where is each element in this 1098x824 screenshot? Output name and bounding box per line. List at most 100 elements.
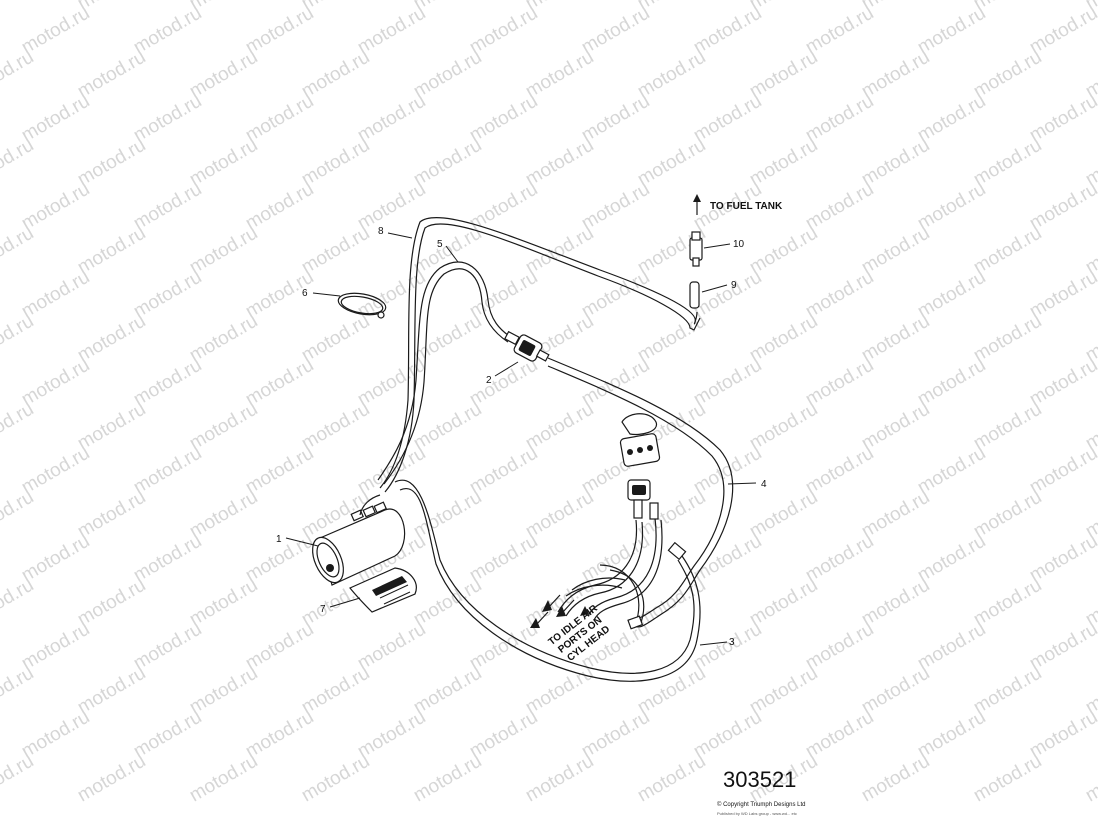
watermark-text: motod.ru <box>802 179 877 235</box>
watermark-text: motod.ru <box>970 47 1045 103</box>
watermark-text: motod.ru <box>970 399 1045 455</box>
idle-pipe-3b <box>565 584 623 597</box>
watermark-text: motod.ru <box>522 47 597 103</box>
hose-8-inner <box>384 223 701 493</box>
watermark-text: motod.ru <box>242 707 317 763</box>
watermark-text: motod.ru <box>858 751 933 807</box>
idle-air-arrows <box>530 594 589 628</box>
watermark-text: motod.ru <box>858 399 933 455</box>
watermark-text: motod.ru <box>858 575 933 631</box>
watermark-text: motod.ru <box>298 399 373 455</box>
watermark-text: motod.ru <box>746 47 821 103</box>
callout-6: 6 <box>302 288 308 299</box>
watermark-text: motod.ru <box>690 267 765 323</box>
hoses <box>377 216 734 682</box>
watermark-text: motod.ru <box>74 47 149 103</box>
watermark-text: motod.ru <box>466 355 541 411</box>
hose-5-inner <box>383 268 509 485</box>
watermark-text: motod.ru <box>1082 751 1098 807</box>
watermark-text: motod.ru <box>970 311 1045 367</box>
watermark-text: motod.ru <box>970 575 1045 631</box>
watermark-text: motod.ru <box>466 707 541 763</box>
tee-fitting <box>667 541 687 561</box>
gasket <box>621 413 658 436</box>
watermark-text: motod.ru <box>410 399 485 455</box>
watermark-text: motod.ru <box>522 487 597 543</box>
watermark-text: motod.ru <box>578 355 653 411</box>
watermark-text: motod.ru <box>634 311 709 367</box>
callout-labels: 1 2 3 4 5 6 7 8 9 10 <box>276 226 767 648</box>
callout-1: 1 <box>276 534 282 545</box>
watermark-text: motod.ru <box>130 707 205 763</box>
connector-10 <box>689 231 703 267</box>
watermark-text: motod.ru <box>410 311 485 367</box>
watermark-text: motod.ru <box>242 3 317 59</box>
watermark-text: motod.ru <box>914 91 989 147</box>
watermark-text: motod.ru <box>186 223 261 279</box>
watermark-text: motod.ru <box>914 531 989 587</box>
watermark-text: motod.ru <box>522 399 597 455</box>
arrow-icon <box>556 606 566 617</box>
watermark-text: motod.ru <box>466 531 541 587</box>
watermark-text: motod.ru <box>578 3 653 59</box>
watermark-text: motod.ru <box>410 487 485 543</box>
watermark-text: motod.ru <box>802 619 877 675</box>
watermark-text: motod.ru <box>746 135 821 191</box>
watermark-text: motod.ru <box>970 487 1045 543</box>
copyright: © Copyright Triumph Designs Ltd <box>717 801 805 808</box>
watermark-text: motod.ru <box>914 443 989 499</box>
watermark-text: motod.ru <box>578 179 653 235</box>
watermark-text: motod.ru <box>130 3 205 59</box>
watermark-text: motod.ru <box>18 355 93 411</box>
watermark-text: motod.ru <box>802 3 877 59</box>
watermark-text: motod.ru <box>186 663 261 719</box>
watermark-text: motod.ru <box>242 355 317 411</box>
watermark-text: motod.ru <box>74 311 149 367</box>
watermark-text: motod.ru <box>466 3 541 59</box>
watermark-text: motod.ru <box>18 267 93 323</box>
watermark-text: motod.ru <box>858 663 933 719</box>
watermark-text: motod.ru <box>634 575 709 631</box>
hose-5 <box>377 261 513 481</box>
watermark-text: motod.ru <box>802 91 877 147</box>
watermark-text: motod.ru <box>18 531 93 587</box>
watermark-text: motod.ru <box>354 355 429 411</box>
watermark-text: motod.ru <box>130 619 205 675</box>
watermark-text: motod.ru <box>186 575 261 631</box>
callout-4: 4 <box>761 479 767 490</box>
watermark-text: motod.ru <box>410 575 485 631</box>
watermark-text: motod.ru <box>354 3 429 59</box>
purge-valve-2 <box>504 330 550 362</box>
watermark-text: motod.ru <box>690 443 765 499</box>
watermark-text: motod.ru <box>970 663 1045 719</box>
watermark-text: motod.ru <box>690 619 765 675</box>
watermark-text: motod.ru <box>18 619 93 675</box>
callout-5: 5 <box>437 239 443 250</box>
idle-pipe-2 <box>587 517 657 617</box>
watermark-text: motod.ru <box>578 707 653 763</box>
watermark-text: motod.ru <box>802 355 877 411</box>
watermark-text: motod.ru <box>410 223 485 279</box>
watermark-text: motod.ru <box>410 663 485 719</box>
arrow-icon <box>530 618 540 628</box>
watermark-text: motod.ru <box>970 135 1045 191</box>
watermark-text: motod.ru <box>410 135 485 191</box>
watermark-text: motod.ru <box>186 399 261 455</box>
arrow-up-icon <box>693 194 701 215</box>
watermark-text: motod.ru <box>186 751 261 807</box>
watermark-text: motod.ru <box>354 91 429 147</box>
watermark-text: motod.ru <box>242 179 317 235</box>
watermark-text: motod.ru <box>186 135 261 191</box>
watermark-text: motod.ru <box>74 751 149 807</box>
watermark-text: motod.ru <box>0 0 37 14</box>
watermark-text: motod.ru <box>802 707 877 763</box>
callout-8: 8 <box>378 226 384 237</box>
watermark-text: motod.ru <box>18 179 93 235</box>
lower-fitting <box>627 615 644 630</box>
clip-ring-6 <box>337 292 387 319</box>
watermark-text: motod.ru <box>914 619 989 675</box>
watermark-text: motod.ru <box>466 443 541 499</box>
watermark-text: motod.ru <box>130 179 205 235</box>
